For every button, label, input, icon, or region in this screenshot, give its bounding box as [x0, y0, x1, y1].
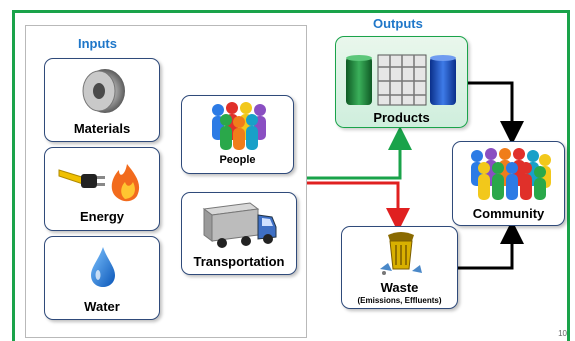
people-label: People [219, 154, 256, 166]
products-label: Products [373, 110, 430, 125]
arrow-to-waste [307, 181, 410, 232]
outer-frame [12, 10, 570, 341]
energy-icon [58, 164, 140, 202]
page-number: 10 [558, 329, 567, 338]
materials-label: Materials [73, 121, 131, 136]
barrels-icon [346, 54, 456, 106]
people-icon [212, 102, 266, 150]
inputs-heading: Inputs [78, 36, 117, 51]
arrow-to-products [307, 126, 412, 180]
materials-box[interactable]: Materials [44, 58, 160, 142]
waste-sublabel: (Emissions, Effluents) [357, 296, 442, 305]
arrow-products-to-community [468, 81, 524, 145]
water-label: Water [84, 299, 120, 314]
community-box[interactable]: Community [452, 141, 565, 226]
products-box[interactable]: Products [335, 36, 468, 128]
transportation-label: Transportation [193, 254, 285, 269]
waste-label: Waste [380, 280, 419, 295]
waste-bin-icon [380, 232, 422, 275]
community-icon [471, 148, 551, 200]
community-label: Community [472, 206, 545, 221]
steel-coil-icon [82, 69, 125, 113]
energy-box[interactable]: Energy [44, 147, 160, 231]
arrow-waste-to-community [458, 220, 524, 270]
people-box[interactable]: People [181, 95, 294, 174]
energy-label: Energy [79, 209, 125, 224]
truck-icon [202, 202, 277, 248]
transportation-box[interactable]: Transportation [181, 192, 297, 275]
waste-box[interactable]: Waste (Emissions, Effluents) [341, 226, 458, 309]
outputs-heading: Outputs [373, 16, 423, 31]
water-box[interactable]: Water [44, 236, 160, 320]
water-drop-icon [91, 247, 115, 287]
